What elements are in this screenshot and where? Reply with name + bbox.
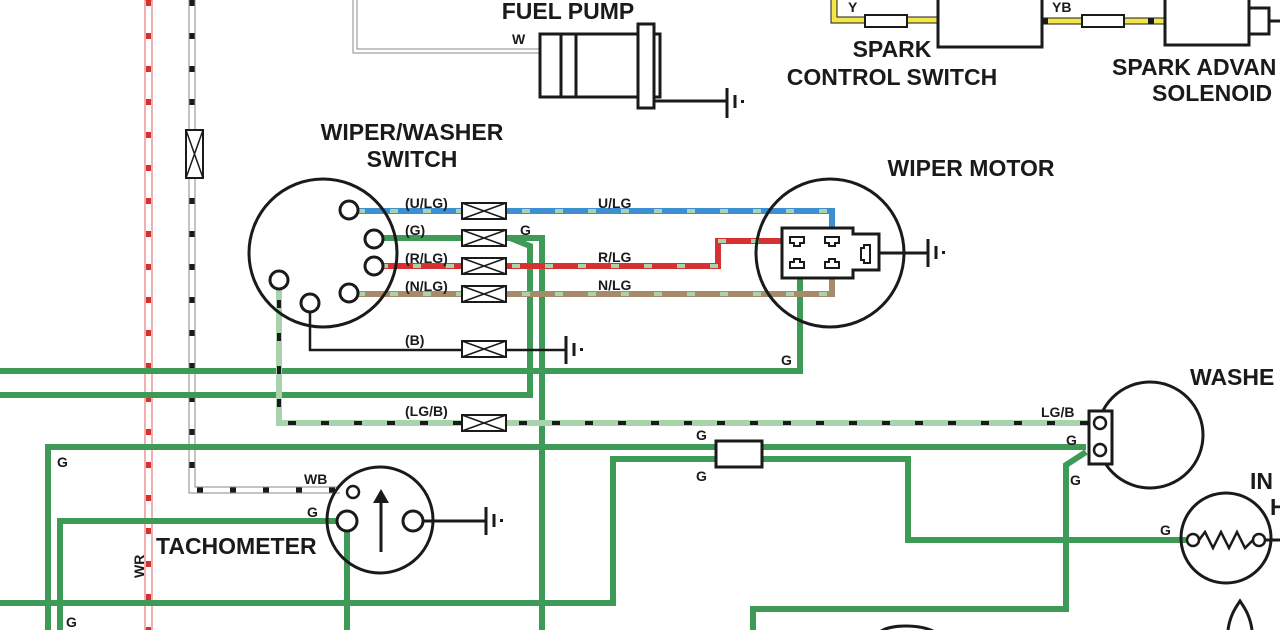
connector-x-icon bbox=[185, 129, 204, 179]
switch-wire-label: (R/LG) bbox=[405, 250, 448, 266]
wiper-switch-title-2: SWITCH bbox=[367, 146, 458, 172]
tachometer-title: TACHOMETER bbox=[156, 533, 317, 559]
motor-wire-label: R/LG bbox=[598, 249, 632, 265]
wire-wr-vertical bbox=[144, 0, 153, 630]
needle-arrow-icon bbox=[373, 489, 389, 503]
connector-lg-b bbox=[461, 414, 507, 432]
wire-b bbox=[308, 304, 565, 352]
g-connector bbox=[714, 439, 764, 469]
spark-control-title-1: SPARK bbox=[853, 36, 932, 62]
connector-u-lg bbox=[461, 202, 507, 220]
spark-y-label: Y bbox=[848, 0, 858, 15]
switch-wire-label: (N/LG) bbox=[405, 278, 448, 294]
wire-wb bbox=[188, 0, 340, 494]
motor-wire-label: U/LG bbox=[598, 195, 632, 211]
switch-wire-label: (LG/B) bbox=[405, 403, 448, 419]
wire-yb bbox=[1042, 14, 1165, 28]
tachometer bbox=[325, 465, 503, 575]
fuel-pump-wire-label: W bbox=[512, 31, 526, 47]
wiper-switch-title-1: WIPER/WASHER bbox=[321, 119, 504, 145]
tacho-wire-label: WB bbox=[304, 471, 327, 487]
spark-advance-title-1: SPARK ADVAN bbox=[1112, 54, 1276, 80]
spark-advance-title-2: SOLENOID bbox=[1152, 80, 1272, 106]
ground-icon bbox=[926, 239, 945, 267]
switch-terminal bbox=[363, 255, 385, 277]
switch-terminal bbox=[363, 228, 385, 250]
switch-terminal bbox=[268, 269, 290, 291]
inline-connectors bbox=[461, 202, 507, 432]
spark-advance-solenoid bbox=[1163, 0, 1280, 47]
tacho-wire-label: G bbox=[307, 504, 318, 520]
switch-terminal bbox=[338, 199, 360, 221]
wire-lg-b bbox=[276, 290, 1096, 426]
fuel-pump bbox=[352, 0, 744, 118]
g-left-label: G bbox=[57, 454, 68, 470]
g-connector-top-label: G bbox=[696, 427, 707, 443]
spark-control-title-2: CONTROL SWITCH bbox=[787, 64, 997, 90]
washer-title: WASHE bbox=[1190, 364, 1274, 390]
g-connector-bottom-label: G bbox=[696, 468, 707, 484]
wiper-motor bbox=[754, 177, 945, 329]
g-junction-label: G bbox=[520, 222, 531, 238]
spark-yb-label: YB bbox=[1052, 0, 1071, 15]
fuel-pump-title: FUEL PUMP bbox=[502, 0, 634, 24]
washer-motor bbox=[1087, 380, 1205, 490]
motor-wire-label: G bbox=[781, 352, 792, 368]
wiper-washer-switch bbox=[247, 177, 399, 329]
heater-wire-label: G bbox=[1160, 522, 1171, 538]
ground-icon bbox=[564, 336, 583, 364]
wiper-motor-title: WIPER MOTOR bbox=[888, 155, 1055, 181]
connector-b bbox=[461, 340, 507, 358]
connector-r-lg bbox=[461, 257, 507, 275]
spark-control-switch bbox=[830, 0, 1044, 49]
switch-terminal bbox=[299, 292, 321, 314]
wire-r-lg bbox=[380, 238, 782, 269]
washer-wire-label: G bbox=[1066, 432, 1077, 448]
connector-g bbox=[461, 229, 507, 247]
washer-wire-label: G bbox=[1070, 472, 1081, 488]
switch-wire-label: (G) bbox=[405, 222, 425, 238]
heater bbox=[880, 491, 1280, 630]
ground-icon bbox=[484, 507, 503, 535]
wr-label: WR bbox=[131, 555, 147, 578]
motor-wire-label: N/LG bbox=[598, 277, 632, 293]
ground-icon bbox=[725, 88, 744, 118]
g-left-bottom-label: G bbox=[66, 614, 77, 630]
switch-wire-label: (B) bbox=[405, 332, 424, 348]
washer-wire-label: LG/B bbox=[1041, 404, 1074, 420]
switch-terminal bbox=[338, 282, 360, 304]
connector-n-lg bbox=[461, 285, 507, 303]
switch-wire-label: (U/LG) bbox=[405, 195, 448, 211]
heater-title-2: H bbox=[1270, 494, 1280, 520]
heater-title-1: IN bbox=[1250, 468, 1273, 494]
